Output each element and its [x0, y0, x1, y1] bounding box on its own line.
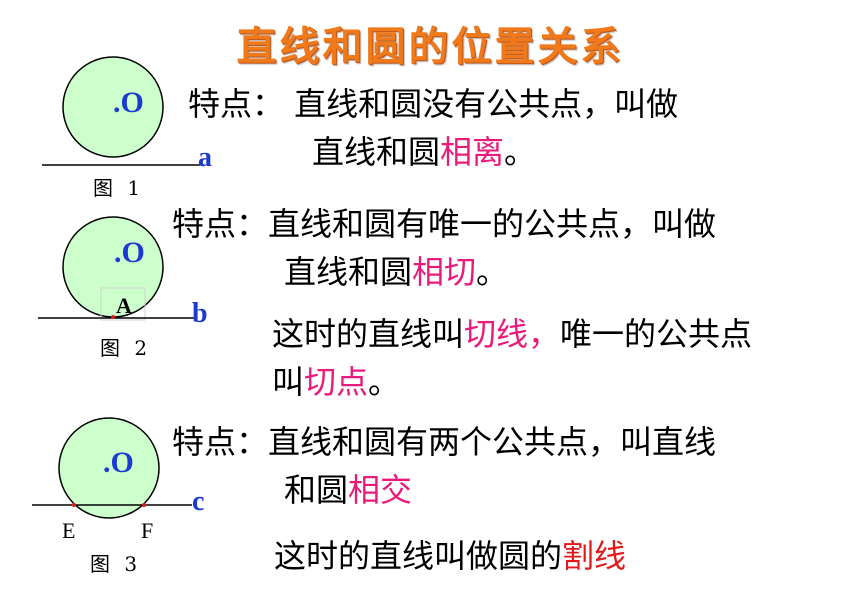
section-2-text: 特点：直线和圆有唯一的公共点，叫做 直线和圆相切。 — [172, 200, 716, 296]
section-3-line2: 和圆相交 — [172, 466, 716, 514]
circle-2 — [62, 216, 164, 318]
tangent-note-line2: 叫切点。 — [272, 358, 752, 406]
section-2-end: 。 — [476, 253, 509, 291]
intersection-f — [142, 503, 146, 507]
section-1-line2-text: 直线和圆 — [312, 133, 441, 171]
term-xiangjiao: 相交 — [348, 471, 413, 509]
figure-caption-2: 图 2 — [100, 336, 152, 360]
section-2-line1: 特点：直线和圆有唯一的公共点，叫做 — [172, 205, 717, 243]
section-2-line2: 直线和圆相切。 — [172, 248, 716, 296]
tangent-note-a: 这时的直线叫 — [272, 315, 465, 353]
point-label-a: A — [116, 293, 132, 318]
page-title: 直线和圆的位置关系 — [236, 24, 624, 70]
term-gexian: 割线 — [562, 537, 627, 575]
center-label-1: .O — [113, 86, 144, 119]
term-qiexian: 切线， — [464, 315, 561, 353]
secant-note-a: 这时的直线叫做圆的 — [274, 537, 563, 575]
section-1-line2: 直线和圆相离。 — [188, 128, 678, 176]
section-3-line2-text: 和圆 — [284, 471, 349, 509]
figure-caption-3: 图 3 — [90, 552, 142, 576]
tangent-note-end: 。 — [368, 363, 401, 401]
point-label-e: E — [62, 518, 76, 543]
line-label-c: c — [192, 486, 205, 517]
term-xiangqie: 相切 — [412, 253, 477, 291]
circle-1 — [62, 56, 164, 158]
center-label-2: .O — [114, 236, 145, 269]
section-1-text: 特点： 直线和圆没有公共点，叫做 直线和圆相离。 — [188, 80, 678, 176]
section-2-line2-text: 直线和圆 — [284, 253, 413, 291]
section-3-line1: 特点：直线和圆有两个公共点，叫直线 — [172, 423, 717, 461]
secant-note: 这时的直线叫做圆的割线 — [274, 532, 626, 580]
circle-3 — [58, 417, 160, 519]
point-label-f: F — [141, 518, 154, 543]
section-1-line1: 特点： 直线和圆没有公共点，叫做 — [188, 85, 679, 123]
center-label-3: .O — [103, 446, 134, 479]
tangent-note-b: 唯一的公共点 — [560, 315, 753, 353]
tangent-note-line1: 这时的直线叫切线，唯一的公共点 — [272, 310, 752, 358]
term-qiedian: 切点 — [304, 363, 369, 401]
figure-caption-1: 图 1 — [93, 176, 145, 200]
term-xiangli: 相离 — [440, 133, 505, 171]
line-label-a: a — [198, 142, 212, 173]
tangent-note-c: 叫 — [272, 363, 305, 401]
section-1-end: 。 — [504, 133, 537, 171]
line-label-b: b — [192, 298, 208, 329]
tangent-point-a — [111, 315, 115, 319]
tangent-note: 这时的直线叫切线，唯一的公共点 叫切点。 — [272, 310, 752, 406]
point-a-box — [100, 287, 146, 321]
intersection-e — [72, 503, 76, 507]
section-3-text: 特点：直线和圆有两个公共点，叫直线 和圆相交 — [172, 418, 716, 514]
